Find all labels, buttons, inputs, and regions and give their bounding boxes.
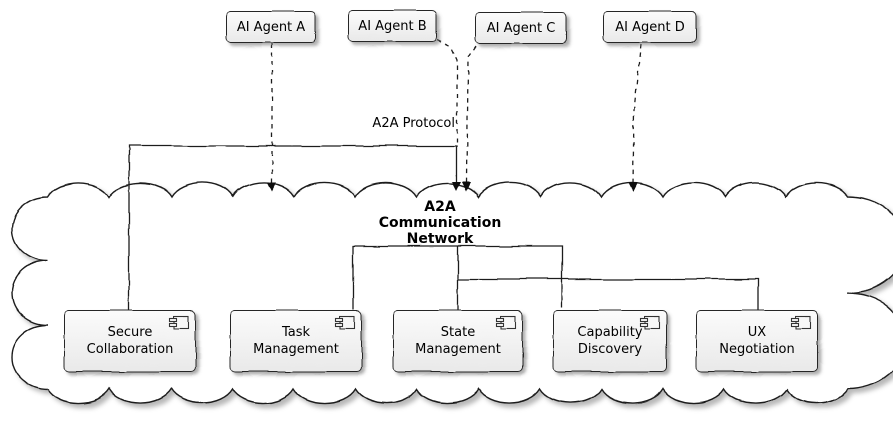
- node-label-line: Negotiation: [719, 342, 795, 357]
- node-label-line: Capability: [577, 325, 643, 340]
- node-label: AI Agent C: [486, 20, 556, 36]
- edge-cloud-to-ux: [458, 278, 759, 310]
- cloud-title-line: A2A: [424, 199, 456, 215]
- node-label-line: UX: [747, 325, 767, 340]
- node-state-management: State Management: [393, 310, 523, 372]
- node-ai-agent-a: AI Agent A: [226, 11, 316, 43]
- node-label-line: Task: [281, 325, 311, 340]
- cloud-title-line: Communication: [378, 215, 502, 231]
- node-label-line: Secure: [107, 325, 153, 340]
- cloud-title: A2A Communication Network: [340, 199, 540, 247]
- node-background: [226, 11, 316, 43]
- node-secure-collaboration: Secure Collaboration: [64, 310, 196, 372]
- node-label-line: Management: [415, 342, 501, 357]
- node-ai-agent-c: AI Agent C: [475, 12, 567, 44]
- node-label: AI Agent D: [615, 19, 685, 35]
- edge-agent-c-dashed: [466, 45, 477, 185]
- node-task-management: Task Management: [230, 310, 362, 372]
- node-label-line: Collaboration: [86, 342, 174, 357]
- node-label: AI Agent A: [236, 19, 306, 35]
- edge-a2a-protocol: [128, 145, 458, 310]
- arrowhead-agent-a: [267, 182, 277, 191]
- node-background: [348, 10, 437, 42]
- node-ai-agent-b: AI Agent B: [348, 10, 437, 42]
- arrowhead-agent-d: [628, 182, 638, 191]
- node-background: [475, 12, 567, 44]
- uml-component-icon: [334, 315, 356, 330]
- node-label-line: State: [440, 325, 476, 340]
- node-background: [603, 11, 697, 43]
- node-label-line: Discovery: [577, 342, 643, 357]
- uml-component-icon: [790, 315, 812, 330]
- arrowhead-protocol: [452, 182, 462, 191]
- edge-agent-d-dashed: [632, 43, 642, 185]
- node-capability-discovery: Capability Discovery: [553, 310, 667, 372]
- node-ux-negotiation: UX Negotiation: [696, 310, 818, 372]
- uml-component-icon: [168, 315, 190, 330]
- uml-component-icon: [639, 315, 661, 330]
- a2a-protocol-label: A2A Protocol: [372, 116, 455, 131]
- node-label-line: Management: [253, 342, 339, 357]
- cloud-title-line: Network: [406, 231, 474, 247]
- arrowhead-agent-c: [462, 182, 472, 191]
- uml-component-icon: [495, 315, 517, 330]
- node-label: AI Agent B: [358, 18, 427, 34]
- node-ai-agent-d: AI Agent D: [603, 11, 697, 43]
